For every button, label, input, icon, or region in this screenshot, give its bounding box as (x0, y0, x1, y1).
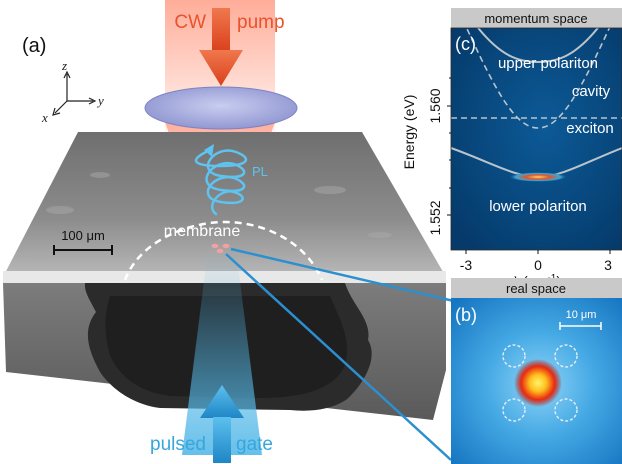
gate-label-gate: gate (236, 434, 273, 455)
panel-a-label: (a) (22, 35, 46, 57)
x-tick-3: 3 (604, 257, 612, 273)
panel-b-label: (b) (455, 305, 477, 325)
coordinate-axes (52, 70, 97, 116)
y-axis-label: Energy (eV) (401, 95, 417, 170)
axis-z-label: z (61, 58, 67, 73)
x-axis (465, 250, 611, 254)
panel-c-label: (c) (455, 34, 476, 54)
y-tick-1552: 1.552 (427, 200, 443, 235)
panel-b-header-label: real space (506, 281, 566, 296)
pump-spot-markers (502, 344, 578, 422)
pump-arrow (199, 8, 243, 86)
gate-beam-glow (182, 250, 262, 455)
label-upper-polariton: upper polariton (498, 55, 598, 72)
pl-label: PL (252, 164, 268, 179)
surface-texture (24, 172, 392, 259)
pl-spiral (194, 149, 248, 216)
membrane-top-surface (3, 132, 446, 277)
label-cavity: cavity (572, 83, 611, 100)
panel-c-header (451, 8, 622, 28)
gate-arrow (200, 385, 244, 463)
panel-a: CW pump PL membrane 100 μm pulsed gate (… (3, 0, 459, 463)
membrane-label: membrane (164, 223, 241, 240)
pl-arrow-head (204, 144, 214, 157)
membrane-outline (123, 220, 324, 281)
label-lower-polariton: lower polariton (489, 198, 587, 215)
pump-label-pump: pump (237, 12, 285, 33)
dispersion-plot-frame (450, 27, 622, 251)
panel-c: momentum space (c) upper polariton cavit… (401, 8, 622, 290)
condensate-spot (514, 359, 562, 407)
real-space-scale-label: 10 μm (566, 309, 597, 321)
y-axis (447, 77, 451, 216)
scale-bar-label: 100 μm (61, 228, 105, 243)
panel-c-header-label: momentum space (484, 11, 587, 26)
connector-line-bottom (225, 253, 452, 461)
sample-spots (211, 243, 230, 254)
x-tick-0: 0 (534, 257, 542, 273)
pump-label-cw: CW (174, 12, 206, 33)
x-tick-neg3: -3 (460, 257, 473, 273)
panel-b-header (451, 278, 622, 298)
upper-polariton-curve (477, 28, 599, 64)
lens (144, 86, 298, 130)
axis-y-label: y (96, 93, 104, 108)
panel-b: real space (b) 10 μm (451, 278, 622, 464)
dispersion-plot-area (451, 28, 622, 250)
axis-x-label: x (41, 110, 48, 125)
y-tick-1560: 1.560 (427, 88, 443, 123)
label-exciton: exciton (566, 120, 614, 137)
gate-label-pulsed: pulsed (150, 434, 206, 455)
lower-polariton-emission (508, 172, 568, 182)
connector-line-top (230, 247, 459, 304)
cavity-curve (465, 28, 611, 129)
